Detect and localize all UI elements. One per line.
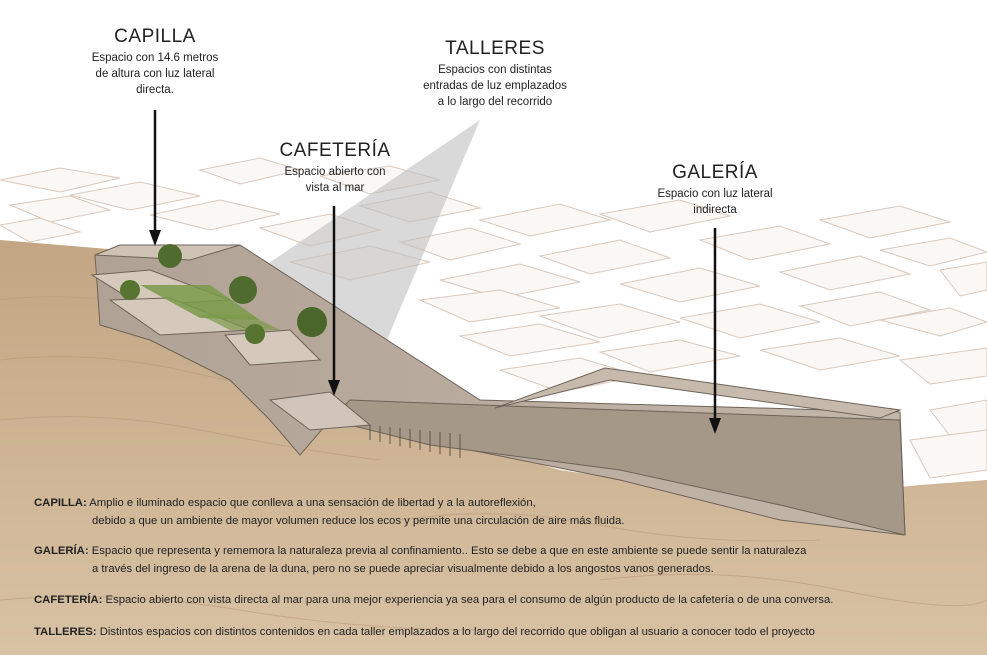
talleres-desc-2: entradas de luz emplazados bbox=[423, 80, 567, 92]
galeria-title: GALERÍA bbox=[672, 162, 758, 183]
pointer-arrows bbox=[149, 110, 721, 434]
label-capilla: CAPILLA Espacio con 14.6 metros de altur… bbox=[70, 26, 240, 97]
label-galeria: GALERÍA Espacio con luz lateral indirect… bbox=[630, 162, 800, 217]
desc-cafeteria: CAFETERÍA: Espacio abierto con vista dir… bbox=[34, 591, 974, 609]
cafeteria-desc-2: vista al mar bbox=[305, 182, 365, 194]
city-background bbox=[0, 157, 987, 479]
desc-galeria: GALERÍA: Espacio que representa y rememo… bbox=[34, 542, 974, 578]
desc-cafeteria-line1: Espacio abierto con vista directa al mar… bbox=[105, 594, 834, 606]
cafeteria-desc-1: Espacio abierto con bbox=[284, 166, 386, 178]
capilla-title: CAPILLA bbox=[114, 26, 196, 47]
desc-talleres-line1: Distintos espacios con distintos conteni… bbox=[99, 626, 815, 638]
talleres-desc-3: a lo largo del recorrido bbox=[437, 96, 553, 108]
desc-capilla-term: CAPILLA: bbox=[34, 497, 87, 509]
capilla-desc-3: directa. bbox=[136, 84, 174, 96]
desc-talleres-term: TALLERES: bbox=[34, 626, 97, 638]
desc-galeria-line2: a través del ingreso de la arena de la d… bbox=[92, 563, 714, 575]
building-model bbox=[90, 244, 906, 536]
talleres-desc-1: Espacios con distintas bbox=[438, 64, 552, 76]
cafeteria-title: CAFETERÍA bbox=[279, 140, 391, 161]
capilla-desc-2: de altura con luz lateral bbox=[95, 68, 215, 80]
talleres-title: TALLERES bbox=[445, 38, 545, 59]
desc-capilla-line2: debido a que un ambiente de mayor volume… bbox=[92, 515, 625, 527]
galeria-desc-1: Espacio con luz lateral bbox=[657, 188, 773, 200]
capilla-desc-1: Espacio con 14.6 metros bbox=[91, 52, 219, 64]
label-cafeteria: CAFETERÍA Espacio abierto con vista al m… bbox=[255, 140, 415, 195]
desc-talleres: TALLERES: Distintos espacios con distint… bbox=[34, 623, 974, 641]
label-talleres: TALLERES Espacios con distintas entradas… bbox=[405, 38, 585, 109]
galeria-desc-2: indirecta bbox=[693, 204, 737, 216]
desc-galeria-line1: Espacio que representa y rememora la nat… bbox=[91, 545, 807, 557]
desc-capilla: CAPILLA: Amplio e iluminado espacio que … bbox=[34, 494, 974, 530]
desc-galeria-term: GALERÍA: bbox=[34, 545, 89, 557]
desc-cafeteria-term: CAFETERÍA: bbox=[34, 594, 103, 606]
desc-capilla-line1: Amplio e iluminado espacio que conlleva … bbox=[89, 497, 536, 509]
